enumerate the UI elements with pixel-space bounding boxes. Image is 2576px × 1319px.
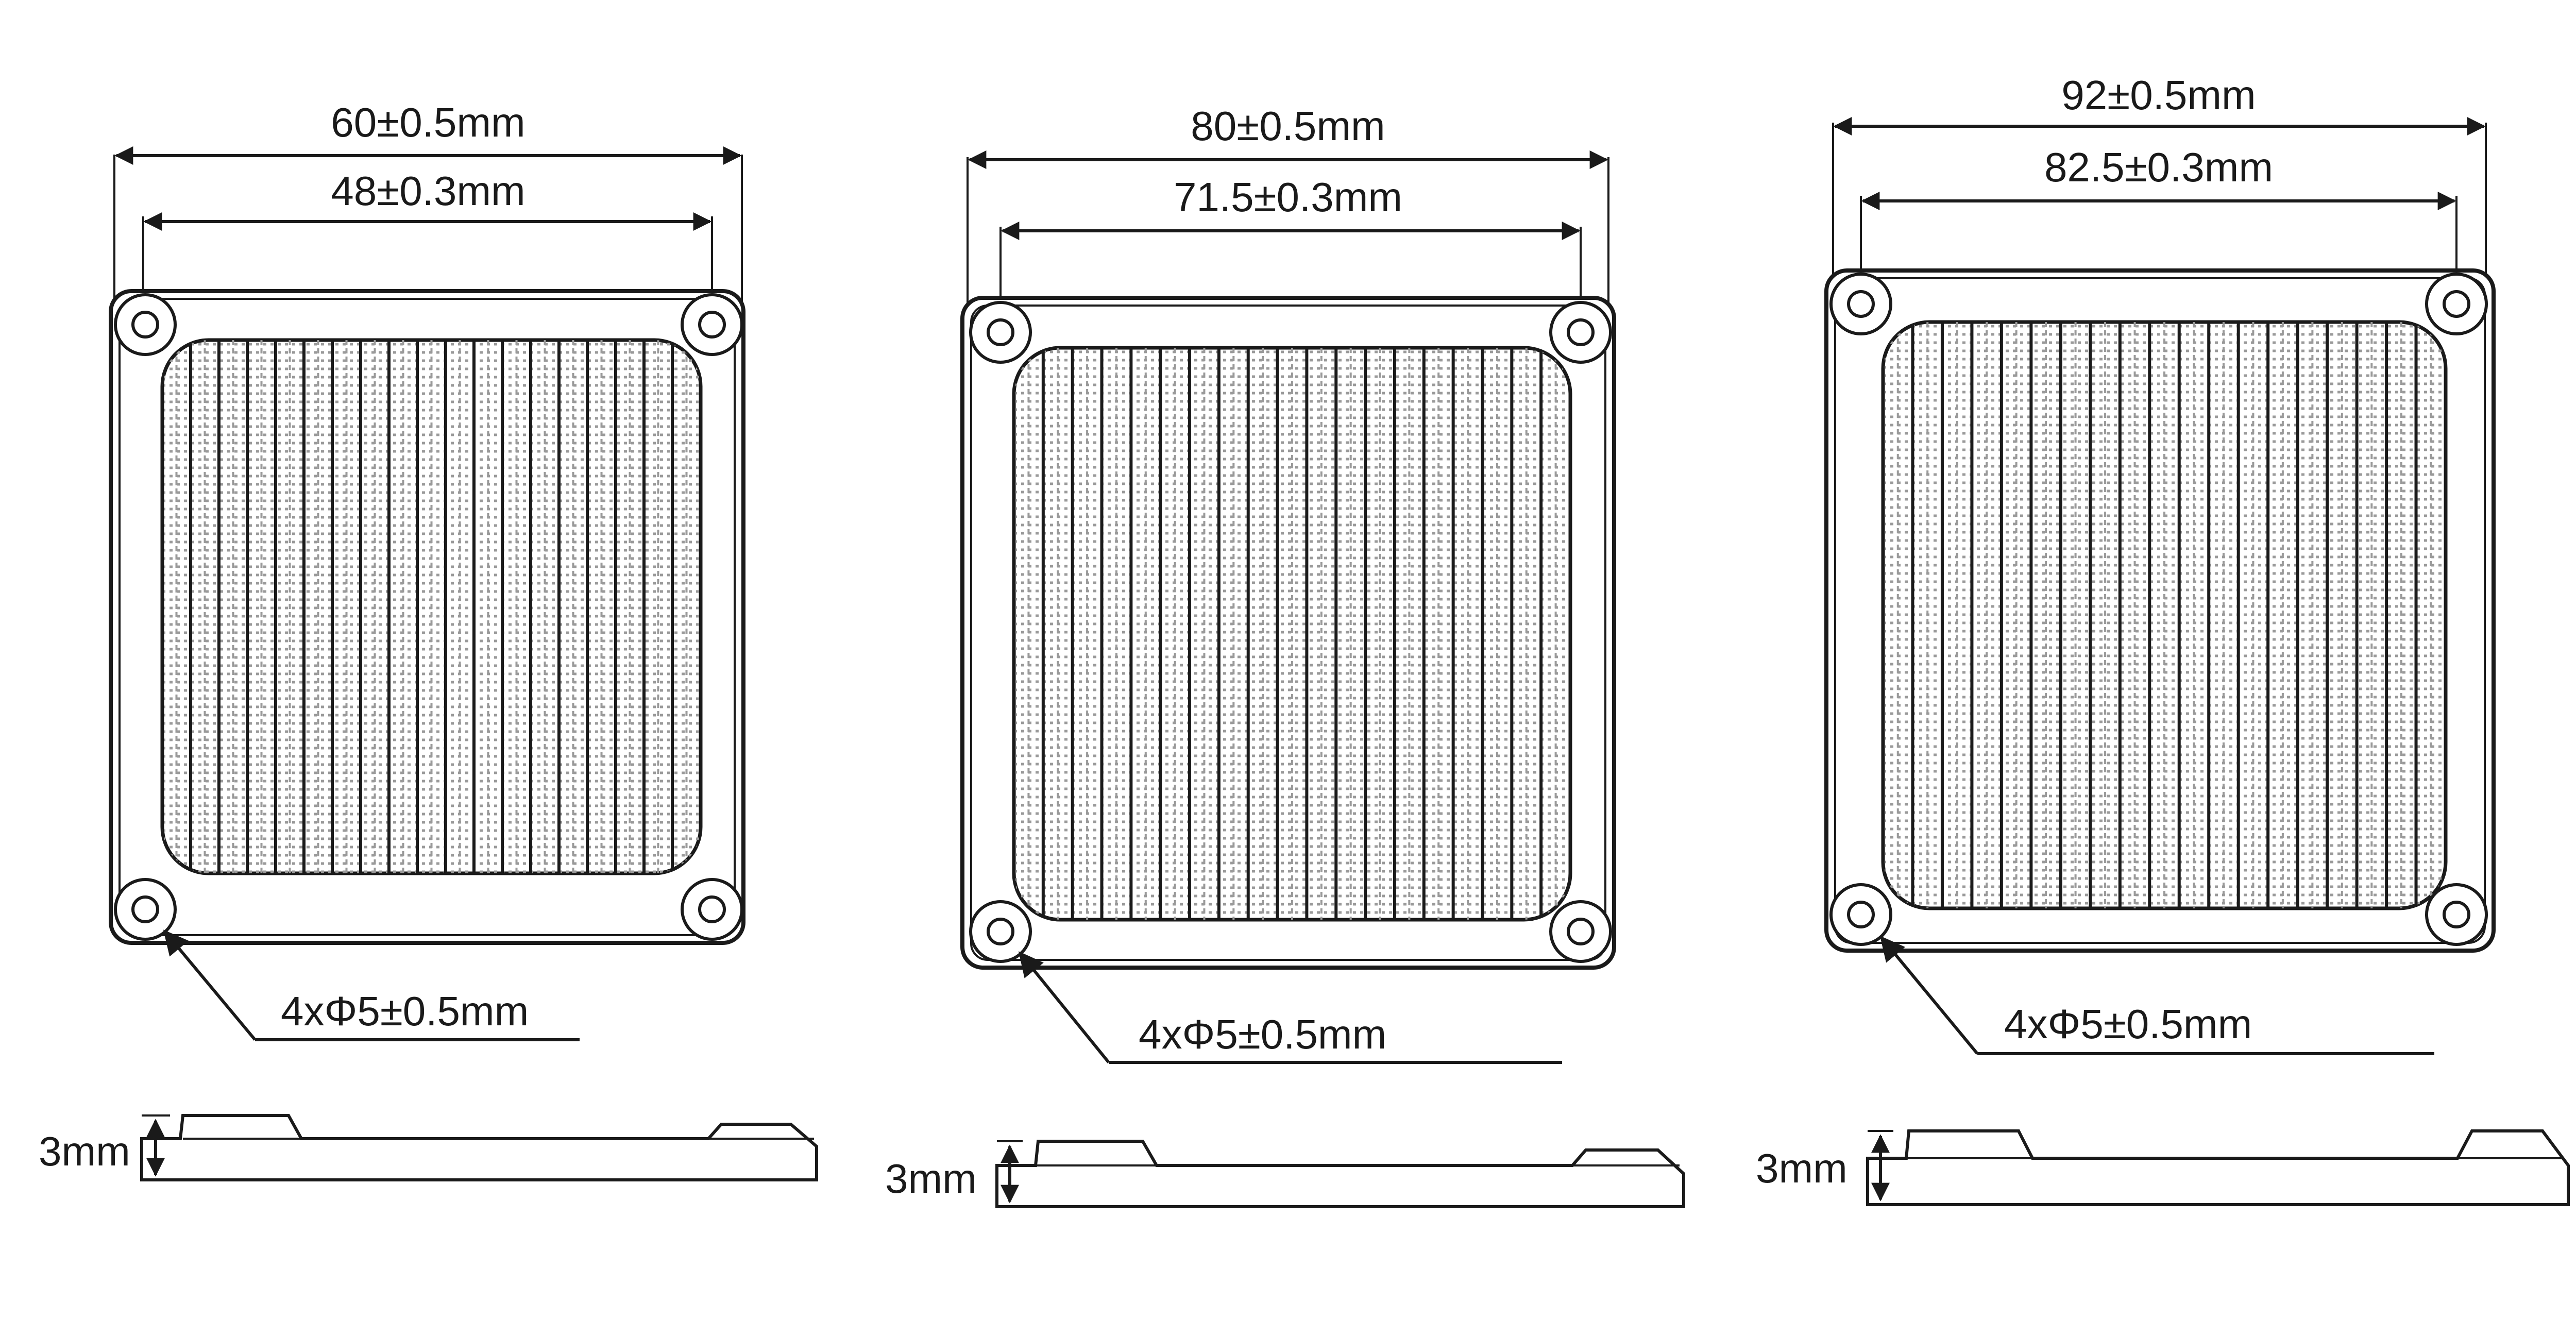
side-profile: 3mm [885, 1140, 1685, 1208]
hole-spacing-label: 82.5±0.3mm [2044, 144, 2273, 190]
thickness-label: 3mm [39, 1128, 130, 1174]
hole-callout: 4xΦ5±0.5mm [163, 929, 580, 1041]
filter-60mm: 60±0.5mm 48±0.3mm 4xΦ5 [39, 99, 818, 1181]
hole-spacing-dimension: 48±0.3mm [142, 168, 713, 322]
filter-92mm: 92±0.5mm 82.5±0.3mm 4xΦ5±0.5mm [1756, 72, 2570, 1206]
hole-callout: 4xΦ5±0.5mm [1879, 936, 2434, 1055]
mesh-pattern [1014, 348, 1570, 920]
thickness-label: 3mm [885, 1156, 977, 1202]
outer-dimension-label: 60±0.5mm [331, 99, 525, 145]
mounting-holes [114, 293, 743, 941]
outer-dimension: 92±0.5mm [1832, 72, 2487, 319]
hole-spacing-label: 71.5±0.3mm [1174, 174, 1402, 220]
mounting-holes [1829, 273, 2488, 946]
thickness-label: 3mm [1756, 1145, 1848, 1191]
outer-dimension-label: 80±0.5mm [1191, 103, 1385, 149]
filter-80mm: 80±0.5mm 71.5±0.3mm 4xΦ5±0.5mm [885, 103, 1685, 1208]
mesh-pattern [162, 340, 701, 873]
mounting-holes [969, 301, 1612, 963]
outer-dimension-label: 92±0.5mm [2061, 72, 2256, 118]
outer-dimension: 60±0.5mm [113, 99, 743, 319]
side-profile: 3mm [1756, 1129, 2570, 1206]
hole-callout: 4xΦ5±0.5mm [1018, 951, 1562, 1064]
hole-callout-label: 4xΦ5±0.5mm [281, 988, 529, 1034]
mesh-pattern [1883, 322, 2446, 908]
side-profile: 3mm [39, 1114, 818, 1181]
hole-callout-label: 4xΦ5±0.5mm [2004, 1001, 2252, 1047]
outer-dimension: 80±0.5mm [967, 103, 1609, 319]
hole-spacing-label: 48±0.3mm [331, 168, 525, 214]
hole-spacing-dimension: 71.5±0.3mm [999, 174, 1582, 330]
hole-callout-label: 4xΦ5±0.5mm [1139, 1011, 1386, 1057]
